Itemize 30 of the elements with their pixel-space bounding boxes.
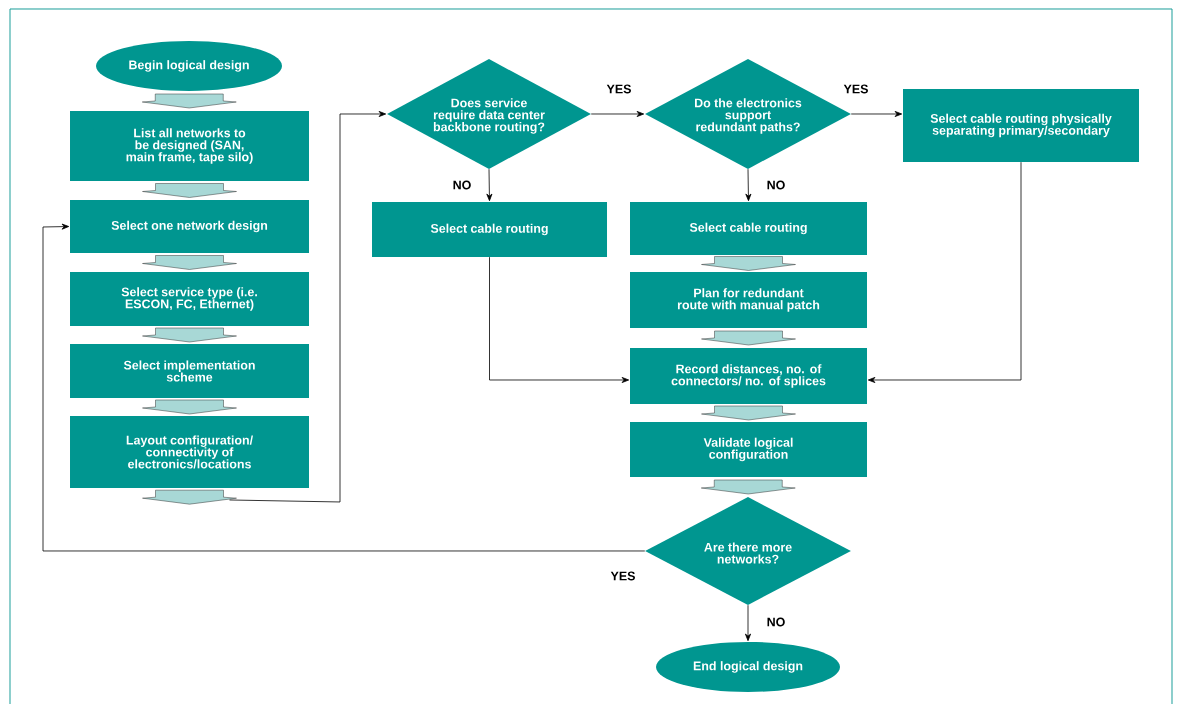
chevron-arrow [142,399,237,415]
process-box: Select implementation scheme [70,344,309,398]
arrow [486,168,493,202]
chevron-arrow [701,479,796,495]
process-box: Validate logical configuration [630,422,867,477]
arrow [745,604,751,642]
process-box: Select cable routing [630,202,867,255]
edge-label: NO [765,616,787,628]
chevron-arrow [701,330,796,346]
arrow [42,223,646,552]
arrow [489,256,630,383]
chevron-arrow [701,405,796,421]
process-box: Select cable routing physically separating primary/secondary [903,89,1139,162]
chevron-arrow [142,327,237,343]
process-box: List all networks to be designed (SAN, main frame, tape silo) [70,111,309,181]
process-box: Plan for redundant route with manual patch [630,272,867,328]
chevron-arrow [142,93,237,109]
arrow [745,168,752,202]
process-box: Layout configuration/ connectivity of electronics/locations [70,416,309,488]
edge-label: NO [451,179,473,191]
edge-label: NO [765,179,787,191]
arrow [590,111,645,117]
process-box: Record distances, no. of connectors/ no. of splices [630,348,867,404]
arrow [850,111,903,117]
edge-label: YES [609,570,637,582]
process-box: Select one network design [70,200,309,253]
process-box: Select cable routing [372,202,607,257]
process-box: Select service type (i.e. ESCON, FC, Ethernet) [70,272,309,326]
arrow [867,161,1022,383]
edge-label: YES [605,83,633,95]
